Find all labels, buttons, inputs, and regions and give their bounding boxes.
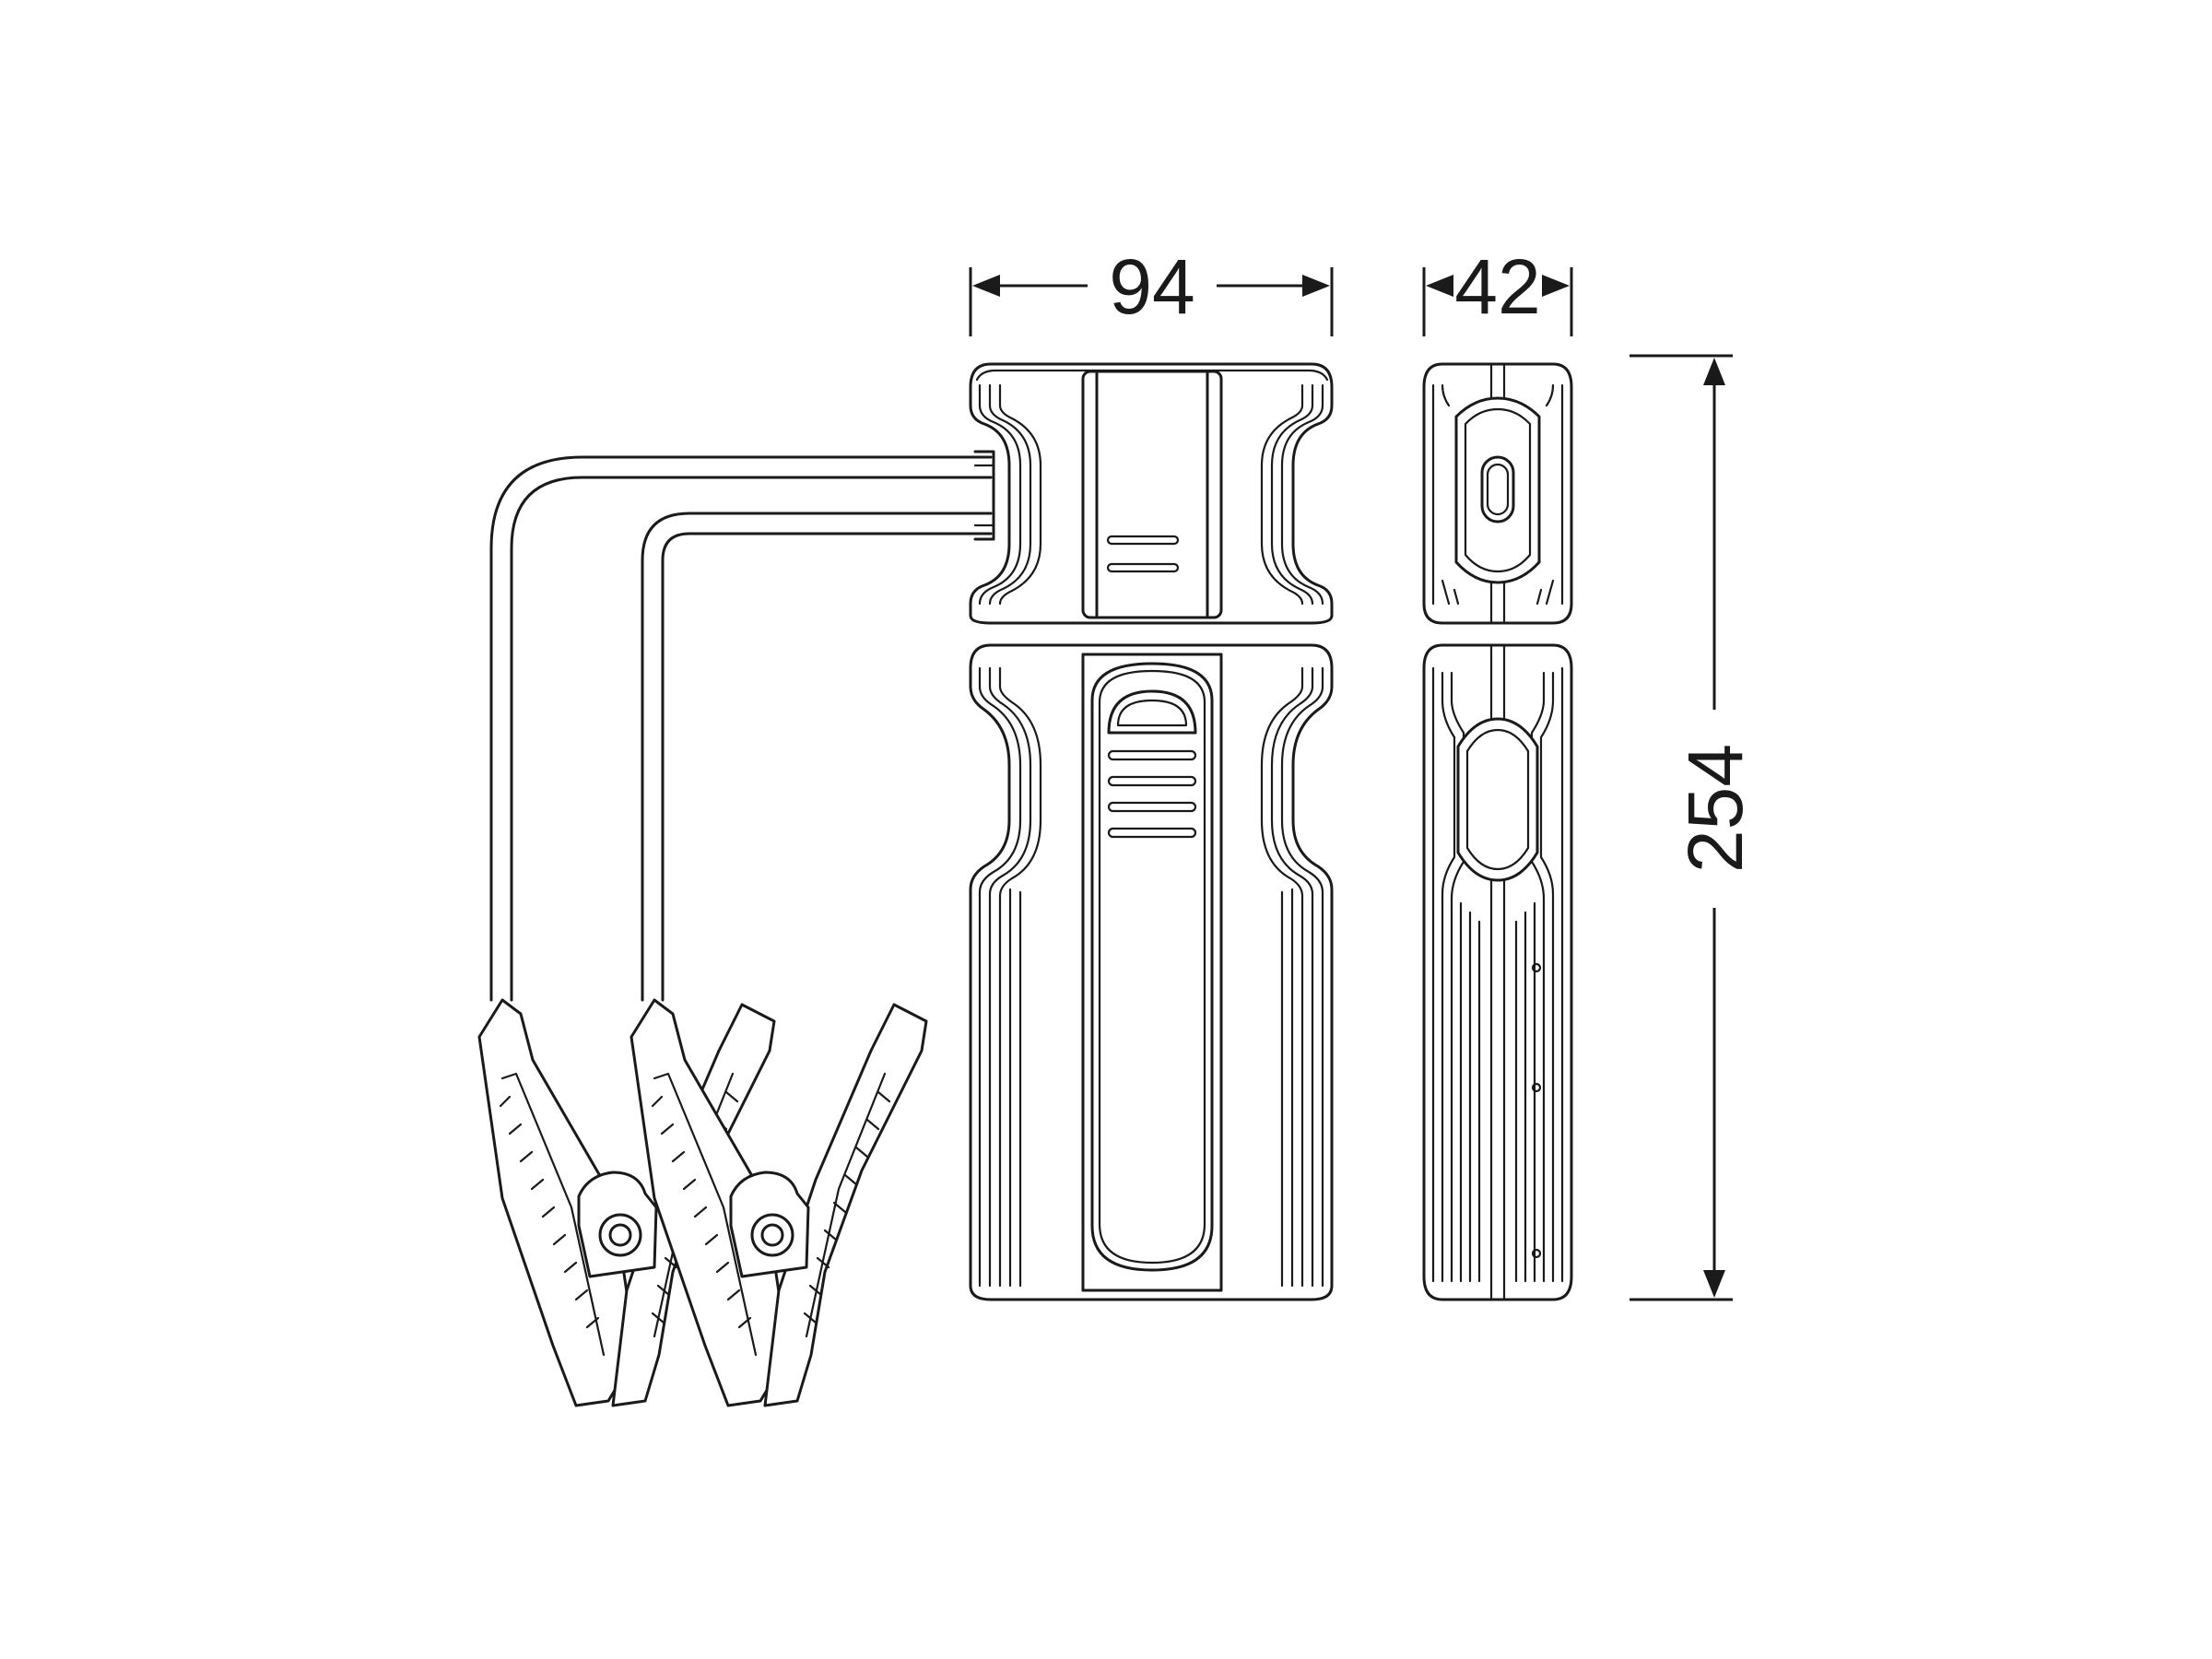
dimension-depth-label: 42 (1454, 243, 1540, 330)
clamp-left-jaw-back (477, 998, 638, 1407)
clamp-right-jaw-front (763, 1003, 928, 1407)
side-view (1422, 362, 1573, 1301)
dimension-height: 254 (1630, 354, 1759, 1301)
side-view-top-cap (1422, 362, 1573, 625)
dimension-width: 94 (969, 243, 1334, 336)
dimension-depth: 42 (1422, 243, 1573, 336)
cables (489, 450, 995, 1002)
dimension-height-arrow-top (1703, 358, 1725, 385)
front-view (969, 362, 1334, 1301)
dimension-width-arrow-left (972, 275, 1000, 297)
dimension-width-arrow-right (1302, 275, 1330, 297)
front-view-main-body (969, 643, 1334, 1301)
clamp-right (629, 998, 928, 1407)
dimension-width-label: 94 (1109, 243, 1194, 330)
dimension-height-arrow-bottom (1703, 1270, 1725, 1298)
dimension-height-label: 254 (1672, 744, 1759, 873)
side-view-main-body (1422, 643, 1573, 1301)
front-view-top-cap (969, 362, 1334, 625)
clamp-left-pivot (577, 1171, 658, 1278)
clamp-right-pivot (729, 1171, 810, 1278)
